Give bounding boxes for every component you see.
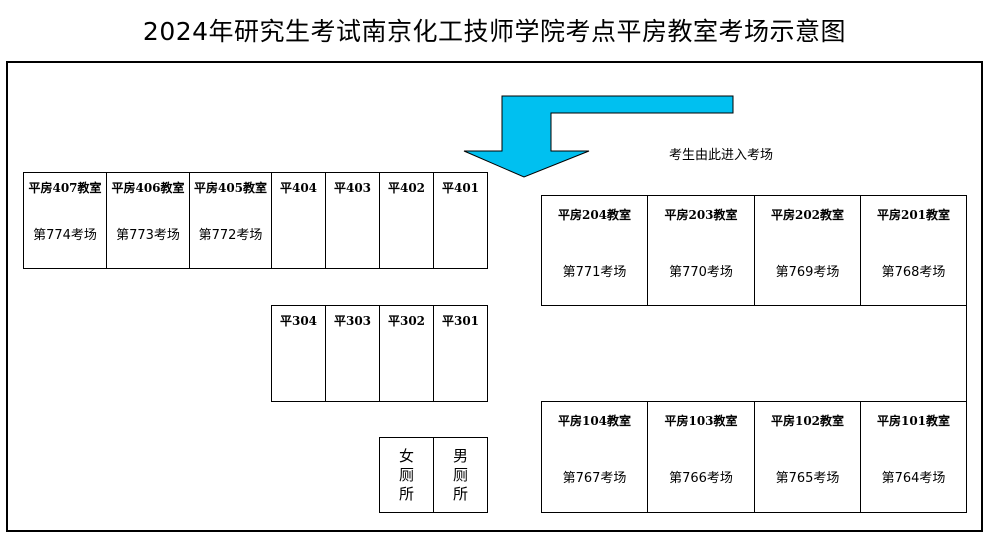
toilet-char: 厕 bbox=[398, 465, 414, 484]
exam-label: 第765考场 bbox=[775, 471, 840, 486]
room-name: 平房103教室 bbox=[664, 414, 738, 428]
room-403: 平403 bbox=[325, 172, 380, 269]
room-name: 平301 bbox=[441, 314, 480, 328]
room-404: 平404 bbox=[271, 172, 326, 269]
room-401: 平401 bbox=[433, 172, 488, 269]
room-104: 平房104教室 第767考场 bbox=[541, 401, 648, 513]
toilet-char: 所 bbox=[452, 484, 468, 503]
room-name: 平房405教室 bbox=[193, 181, 268, 195]
toilet-char: 厕 bbox=[452, 465, 468, 484]
room-304: 平304 bbox=[271, 305, 326, 402]
toilet-char: 女 bbox=[398, 446, 414, 465]
exam-label: 第771考场 bbox=[562, 265, 627, 280]
exam-label: 第768考场 bbox=[881, 265, 946, 280]
room-name: 平401 bbox=[441, 181, 480, 195]
room-406: 平房406教室 第773考场 bbox=[106, 172, 190, 269]
room-405: 平房405教室 第772考场 bbox=[189, 172, 272, 269]
room-202: 平房202教室 第769考场 bbox=[754, 195, 861, 306]
exam-label: 第766考场 bbox=[669, 471, 733, 486]
room-407: 平房407教室 第774考场 bbox=[23, 172, 107, 269]
room-name: 平房202教室 bbox=[770, 208, 845, 222]
room-name: 平房406教室 bbox=[111, 181, 185, 195]
room-name: 平房203教室 bbox=[664, 208, 738, 222]
room-name: 平304 bbox=[279, 314, 318, 328]
toilet-char: 所 bbox=[398, 484, 414, 503]
room-name: 平房407教室 bbox=[28, 181, 102, 195]
room-name: 平房204教室 bbox=[557, 208, 632, 222]
room-name: 平房101教室 bbox=[876, 414, 951, 428]
male-toilet: 男 厕 所 bbox=[433, 437, 488, 513]
room-301: 平301 bbox=[433, 305, 488, 402]
toilet-char: 男 bbox=[452, 446, 468, 465]
room-402: 平402 bbox=[379, 172, 434, 269]
corridor-wall bbox=[966, 305, 967, 402]
female-toilet: 女 厕 所 bbox=[379, 437, 434, 513]
room-name: 平302 bbox=[387, 314, 426, 328]
exam-label: 第764考场 bbox=[881, 471, 946, 486]
exam-label: 第767考场 bbox=[562, 471, 627, 486]
room-name: 平402 bbox=[387, 181, 426, 195]
room-203: 平房203教室 第770考场 bbox=[647, 195, 755, 306]
room-name: 平303 bbox=[333, 314, 372, 328]
room-302: 平302 bbox=[379, 305, 434, 402]
room-name: 平房201教室 bbox=[876, 208, 951, 222]
map-frame bbox=[6, 61, 983, 532]
exam-label: 第769考场 bbox=[775, 265, 840, 280]
exam-label: 第774考场 bbox=[33, 228, 97, 243]
entry-label: 考生由此进入考场 bbox=[669, 148, 774, 163]
room-name: 平房102教室 bbox=[770, 414, 845, 428]
exam-label: 第772考场 bbox=[198, 228, 263, 243]
room-303: 平303 bbox=[325, 305, 380, 402]
exam-label: 第773考场 bbox=[116, 228, 180, 243]
room-204: 平房204教室 第771考场 bbox=[541, 195, 648, 306]
room-103: 平房103教室 第766考场 bbox=[647, 401, 755, 513]
room-name: 平404 bbox=[279, 181, 318, 195]
room-101: 平房101教室 第764考场 bbox=[860, 401, 967, 513]
room-name: 平403 bbox=[333, 181, 372, 195]
room-201: 平房201教室 第768考场 bbox=[860, 195, 967, 306]
page-title: 2024年研究生考试南京化工技师学院考点平房教室考场示意图 bbox=[142, 17, 847, 46]
room-102: 平房102教室 第765考场 bbox=[754, 401, 861, 513]
room-name: 平房104教室 bbox=[557, 414, 632, 428]
exam-label: 第770考场 bbox=[669, 265, 733, 280]
